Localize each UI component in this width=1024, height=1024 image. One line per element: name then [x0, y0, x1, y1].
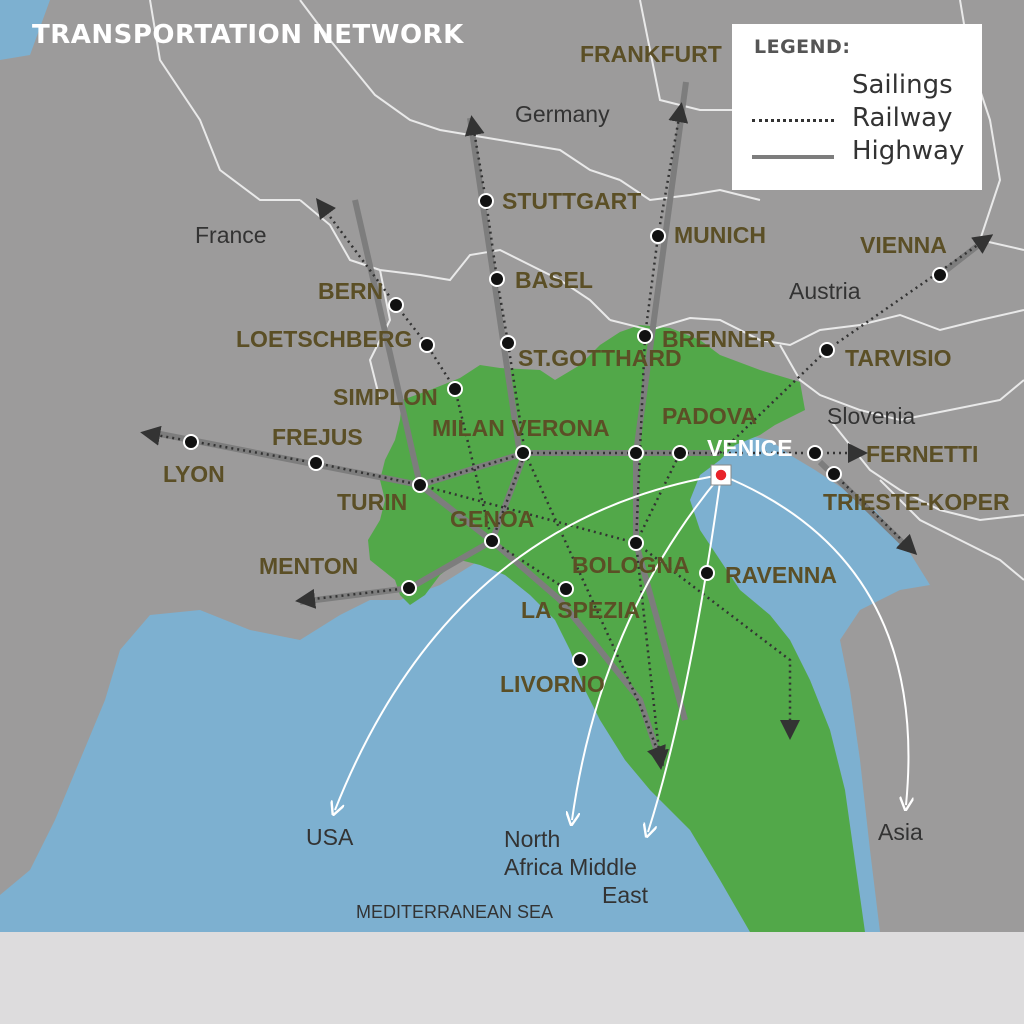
map-title: TRANSPORTATION NETWORK [32, 20, 464, 50]
railway-stuttgart-north [464, 115, 488, 202]
city-label-basel: BASEL [515, 267, 593, 293]
legend-swatch-sailings [752, 86, 834, 89]
sailing-to-middle-east [648, 474, 722, 832]
bottom-band [0, 932, 1024, 1024]
city-label-lyon: LYON [163, 461, 225, 487]
city-label-menton: MENTON [259, 553, 358, 579]
highway-genoa-south [418, 482, 663, 761]
land-southeast [840, 585, 1024, 932]
destination-label-asia: Asia [878, 819, 923, 845]
railway-layer [140, 102, 994, 770]
city-dot-st-gotthard [500, 335, 516, 351]
country-label-france: France [195, 222, 267, 248]
city-dot-brenner [637, 328, 653, 344]
railway-venice-tarvisio [719, 349, 828, 454]
city-label-loetschberg: LOETSCHBERG [236, 326, 412, 352]
legend: LEGEND: Sailings Railway Highway [732, 24, 982, 190]
city-dot-genoa [484, 533, 500, 549]
city-label-st-gotthard: ST.GOTTHARD [518, 345, 682, 371]
city-dot-milan [515, 445, 531, 461]
city-dot-simplon [447, 381, 463, 397]
city-dot-vienna [932, 267, 948, 283]
sailing-layer [335, 474, 908, 832]
city-label-simplon: SIMPLON [333, 384, 438, 410]
legend-swatch-highway [752, 155, 834, 159]
sailing-to-usa [335, 474, 722, 810]
legend-swatch-railway [752, 119, 834, 122]
city-label-turin: TURIN [337, 489, 407, 515]
city-dot-turin [412, 477, 428, 493]
city-dot-layer [183, 193, 948, 668]
railway-genoa-laspezia [491, 539, 567, 591]
city-label-brenner: BRENNER [662, 326, 776, 352]
railway-genoa-bern [395, 304, 494, 542]
city-label-genoa: GENOA [450, 506, 534, 532]
city-dot-ravenna [699, 565, 715, 581]
destination-label-usa: USA [306, 824, 354, 850]
legend-label-sailings: Sailings [852, 70, 953, 100]
city-dot-munich [650, 228, 666, 244]
city-label-bern: BERN [318, 278, 383, 304]
city-dot-padova [672, 445, 688, 461]
city-dot-stuttgart [478, 193, 494, 209]
city-dot-menton [401, 580, 417, 596]
railway-tarvisio-vienna [826, 234, 994, 352]
city-label-frankfurt: FRANKFURT [580, 41, 722, 67]
destination-label-north-africa: North Africa Middle East [504, 826, 649, 908]
railway-genoa-milan [490, 452, 527, 542]
railway-bologna-ravenna [635, 542, 800, 740]
city-dot-livorno [572, 652, 588, 668]
railway-bern-north [316, 197, 398, 306]
country-label-germany: Germany [515, 101, 610, 127]
city-dot-bologna [628, 535, 644, 551]
country-label-slovenia: Slovenia [827, 403, 915, 429]
sailing-to-asia [720, 474, 908, 805]
city-label-fernetti: FERNETTI [866, 441, 978, 467]
legend-title: LEGEND: [754, 36, 851, 58]
railway-bologna-brenner [634, 335, 647, 544]
country-label-austria: Austria [789, 278, 861, 304]
highway-turin-north [352, 199, 423, 486]
city-label-trieste-koper: TRIESTE-KOPER [823, 489, 1010, 515]
city-label-padova: PADOVA [662, 403, 757, 429]
city-dot-frejus [308, 455, 324, 471]
city-label-bologna: BOLOGNA [572, 552, 690, 578]
venice-port-dot[interactable] [714, 468, 728, 482]
city-label-stuttgart: STUTTGART [502, 188, 641, 214]
city-label-munich: MUNICH [674, 222, 766, 248]
city-label-milan-verona: MILAN VERONA [432, 415, 610, 441]
city-dot-la-spezia [558, 581, 574, 597]
railway-milan-south [523, 452, 666, 767]
city-dot-trieste-koper [826, 466, 842, 482]
city-label-venice: VENICE [707, 435, 793, 461]
city-dot-bern [388, 297, 404, 313]
city-dot-verona [628, 445, 644, 461]
city-label-ravenna: RAVENNA [725, 562, 837, 588]
city-dot-loetschberg [419, 337, 435, 353]
city-label-la-spezia: LA SPEZIA [521, 597, 640, 623]
railway-frejus-lyon [140, 425, 317, 465]
city-dot-tarvisio [819, 342, 835, 358]
city-label-vienna: VIENNA [860, 232, 947, 258]
sea-label: MEDITERRANEAN SEA [356, 902, 553, 922]
italy-landmass [368, 325, 865, 932]
railway-brenner-munich [643, 235, 660, 337]
sailing-to-north-africa [572, 474, 722, 820]
city-dot-fernetti [807, 445, 823, 461]
legend-label-railway: Railway [852, 103, 953, 133]
railway-bologna-south [634, 542, 669, 770]
legend-label-highway: Highway [852, 136, 965, 166]
city-label-livorno: LIVORNO [500, 671, 605, 697]
city-dot-lyon [183, 434, 199, 450]
city-dot-basel [489, 271, 505, 287]
city-label-frejus: FREJUS [272, 424, 363, 450]
railway-milan-stuttgart [484, 200, 527, 454]
railway-turin-bologna [419, 483, 637, 545]
highway-verona-frankfurt [633, 81, 689, 454]
city-label-tarvisio: TARVISIO [845, 345, 952, 371]
highway-bologna-south [633, 542, 688, 721]
